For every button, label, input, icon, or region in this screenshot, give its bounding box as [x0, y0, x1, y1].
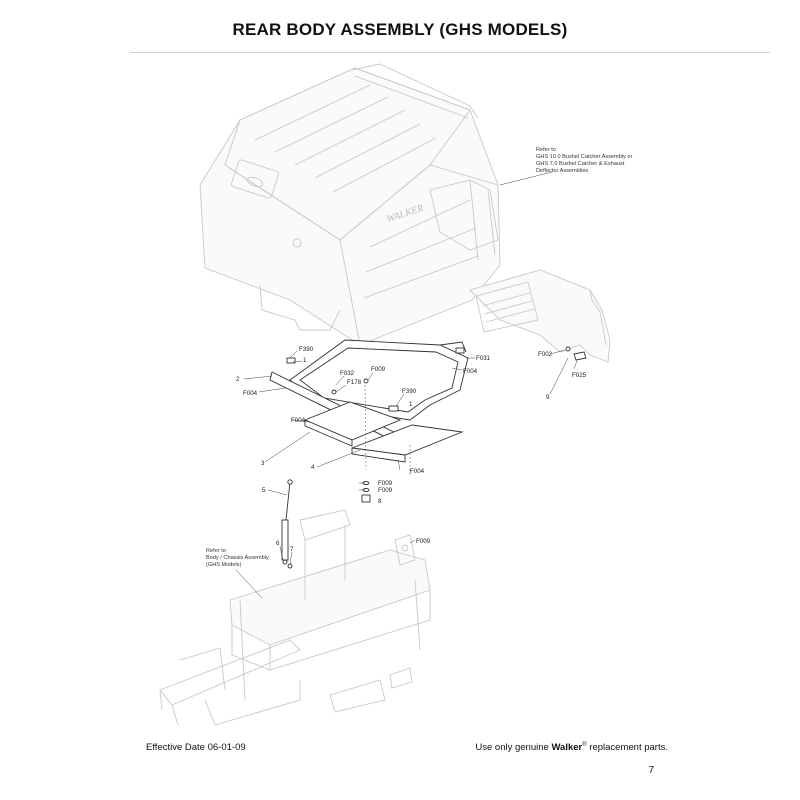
label-F004-bottom: F004: [410, 468, 425, 475]
svg-text:Refer to: Refer to: [536, 147, 556, 153]
rear-deflector-panel: [469, 269, 611, 363]
label-4: 4: [311, 464, 315, 471]
label-F004-left: F004: [243, 390, 258, 397]
effective-date: Effective Date 06-01-09: [146, 742, 246, 753]
label-1-a: 1: [303, 357, 307, 364]
svg-text:GHS 7.0 Bushel Catcher & Exhau: GHS 7.0 Bushel Catcher & Exhaust: [536, 161, 625, 167]
gas-strut: [281, 479, 293, 569]
label-2: 2: [236, 376, 240, 383]
svg-text:GHS 10.0 Bushel Catcher Assemb: GHS 10.0 Bushel Catcher Assembly or: [536, 154, 633, 160]
deflector-fasteners: [565, 346, 587, 361]
footer-note: Use only genuine Walker® replacement par…: [475, 742, 668, 754]
label-F002: F002: [538, 351, 553, 358]
label-9: 9: [546, 394, 550, 401]
svg-text:Deflector Assemblies: Deflector Assemblies: [536, 168, 588, 174]
label-7: 7: [290, 546, 294, 553]
chassis-frame: [159, 509, 431, 726]
label-F004-mid: F004: [291, 417, 306, 424]
upper-frame-assembly: [269, 339, 469, 463]
leader-lines: [235, 171, 579, 599]
label-8: 8: [378, 498, 382, 505]
callout-labels: F390 1 F031 F004 2 F032 F009 F178 F390 F…: [236, 346, 587, 553]
svg-text:Refer to: Refer to: [206, 548, 226, 554]
label-1-b: 1: [409, 401, 413, 408]
note-chassis-reference: Refer to Body / Chassis Assembly (GHS Mo…: [206, 548, 269, 568]
label-3: 3: [261, 460, 265, 467]
label-F009-top: F009: [371, 366, 386, 373]
label-F032: F032: [340, 370, 355, 377]
svg-text:(GHS Models): (GHS Models): [206, 562, 242, 568]
label-F390-b: F390: [402, 388, 417, 395]
label-F390-a: F390: [299, 346, 314, 353]
rear-body-hood: WALKER: [199, 63, 501, 346]
note-catcher-reference: Refer to GHS 10.0 Bushel Catcher Assembl…: [536, 147, 633, 174]
footer-brand: Walker: [551, 742, 583, 754]
page-title: REAR BODY ASSEMBLY (GHS MODELS): [232, 20, 568, 39]
label-F009-chassis: F009: [416, 538, 431, 545]
label-5: 5: [262, 487, 266, 494]
label-F178: F178: [347, 379, 362, 386]
label-F009-b1: F009: [378, 480, 393, 487]
page-number: 7: [648, 765, 654, 776]
label-F031: F031: [476, 355, 491, 362]
title-divider: [130, 52, 770, 53]
svg-text:Body / Chassis Assembly: Body / Chassis Assembly: [206, 555, 269, 561]
label-F004-right: F004: [463, 368, 478, 375]
label-F025: F025: [572, 372, 587, 379]
label-F009-b2: F009: [378, 487, 393, 494]
label-6: 6: [276, 540, 280, 547]
